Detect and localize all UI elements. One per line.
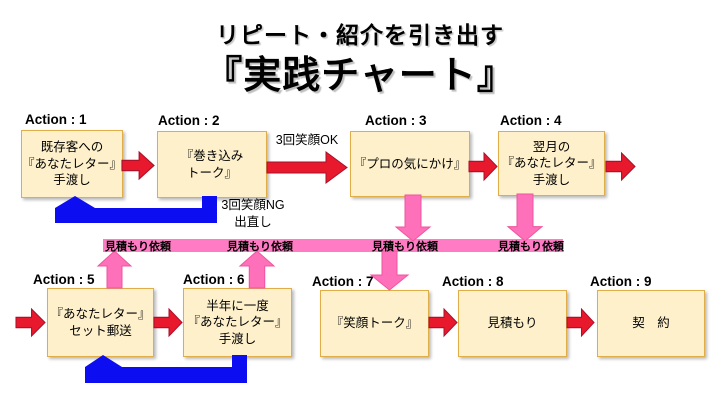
action-box-6: 半年に一度 『あなたレター』 手渡し — [183, 288, 292, 357]
blue-return-arrow-6-to-5 — [85, 355, 247, 383]
action-label-2: Action : 2 — [158, 113, 220, 128]
action-label-8: Action : 8 — [442, 274, 504, 289]
box-text: 手渡し — [218, 331, 257, 346]
box-text: 翌月の — [532, 139, 571, 154]
action-box-8: 見積もり — [458, 290, 567, 357]
box-text: 『巻き込み — [180, 149, 244, 163]
smile-ng-line1: 3回笑顔NG — [221, 198, 285, 212]
slide-subtitle: リピート・紹介を引き出す — [216, 22, 504, 48]
pink-arrow-bar-to-7 — [369, 250, 410, 291]
red-arrow-7-to-8 — [428, 307, 458, 338]
box-text: 見積もり — [487, 316, 538, 331]
box-text: 半年に一度 — [206, 298, 269, 313]
red-arrow-8-to-9 — [566, 307, 595, 338]
box-text: トーク』 — [186, 165, 237, 180]
action-box-2: 『巻き込み トーク』 — [157, 131, 267, 198]
box-text: 『あなたレター』 — [187, 315, 288, 330]
box-text: セット郵送 — [69, 323, 132, 338]
box-text: 手渡し — [532, 172, 571, 187]
quote-request-label: 見積もり依頼 — [498, 241, 564, 253]
action-label-9: Action : 9 — [590, 274, 652, 289]
blue-return-arrow-2-to-1 — [55, 196, 217, 223]
quote-request-label: 見積もり依頼 — [227, 241, 293, 253]
smile-ng-line2: 出直し — [234, 214, 272, 229]
box-text: 既存客への — [40, 140, 104, 155]
action-label-1: Action : 1 — [25, 112, 87, 127]
red-arrow-2-to-3 — [266, 151, 348, 184]
box-text: 『笑顔トーク』 — [330, 316, 419, 331]
action-label-4: Action : 4 — [500, 113, 562, 128]
quote-request-label: 見積もり依頼 — [372, 241, 438, 253]
pink-arrow-3-to-bar — [394, 194, 432, 242]
box-text: 『あなたレター』 — [22, 156, 123, 171]
action-label-6: Action : 6 — [183, 272, 245, 287]
action-label-7: Action : 7 — [312, 274, 374, 289]
red-arrow-1-to-2 — [121, 150, 155, 181]
smile-ok-label: 3回笑顔OK — [275, 133, 339, 147]
action-box-3: 『プロの気にかけ』 — [350, 131, 470, 197]
action-box-9: 契 約 — [597, 290, 705, 357]
red-arrow-4-out — [605, 151, 636, 182]
box-text: 『プロの気にかけ』 — [353, 156, 467, 171]
action-label-5: Action : 5 — [33, 272, 95, 287]
quote-request-label: 見積もり依頼 — [105, 241, 171, 253]
action-box-1: 既存客への 『あなたレター』 手渡し — [21, 130, 123, 198]
action-box-7: 『笑顔トーク』 — [320, 290, 429, 357]
box-text: 『あなたレター』 — [501, 156, 602, 171]
pink-arrow-6-to-bar — [238, 250, 276, 289]
box-text: 手渡し — [53, 173, 91, 188]
red-arrow-5-to-6 — [153, 307, 183, 338]
pink-arrow-5-to-bar — [96, 250, 133, 289]
action-box-4: 翌月の 『あなたレター』 手渡し — [498, 131, 605, 196]
red-arrow-3-to-4 — [468, 151, 498, 182]
pink-arrow-4-to-bar — [506, 193, 544, 242]
quote-request-bar: 見積もり依頼 見積もり依頼 見積もり依頼 見積もり依頼 — [103, 239, 564, 253]
box-text: 『あなたレター』 — [50, 307, 151, 321]
red-arrow-in-5 — [15, 307, 46, 338]
action-box-5: 『あなたレター』 セット郵送 — [47, 288, 154, 357]
slide-title: 『実践チャート』 — [204, 55, 516, 97]
smile-ng-label: 3回笑顔NG 出直し — [212, 197, 294, 231]
action-label-3: Action : 3 — [365, 113, 427, 128]
box-text: 契 約 — [632, 316, 670, 331]
